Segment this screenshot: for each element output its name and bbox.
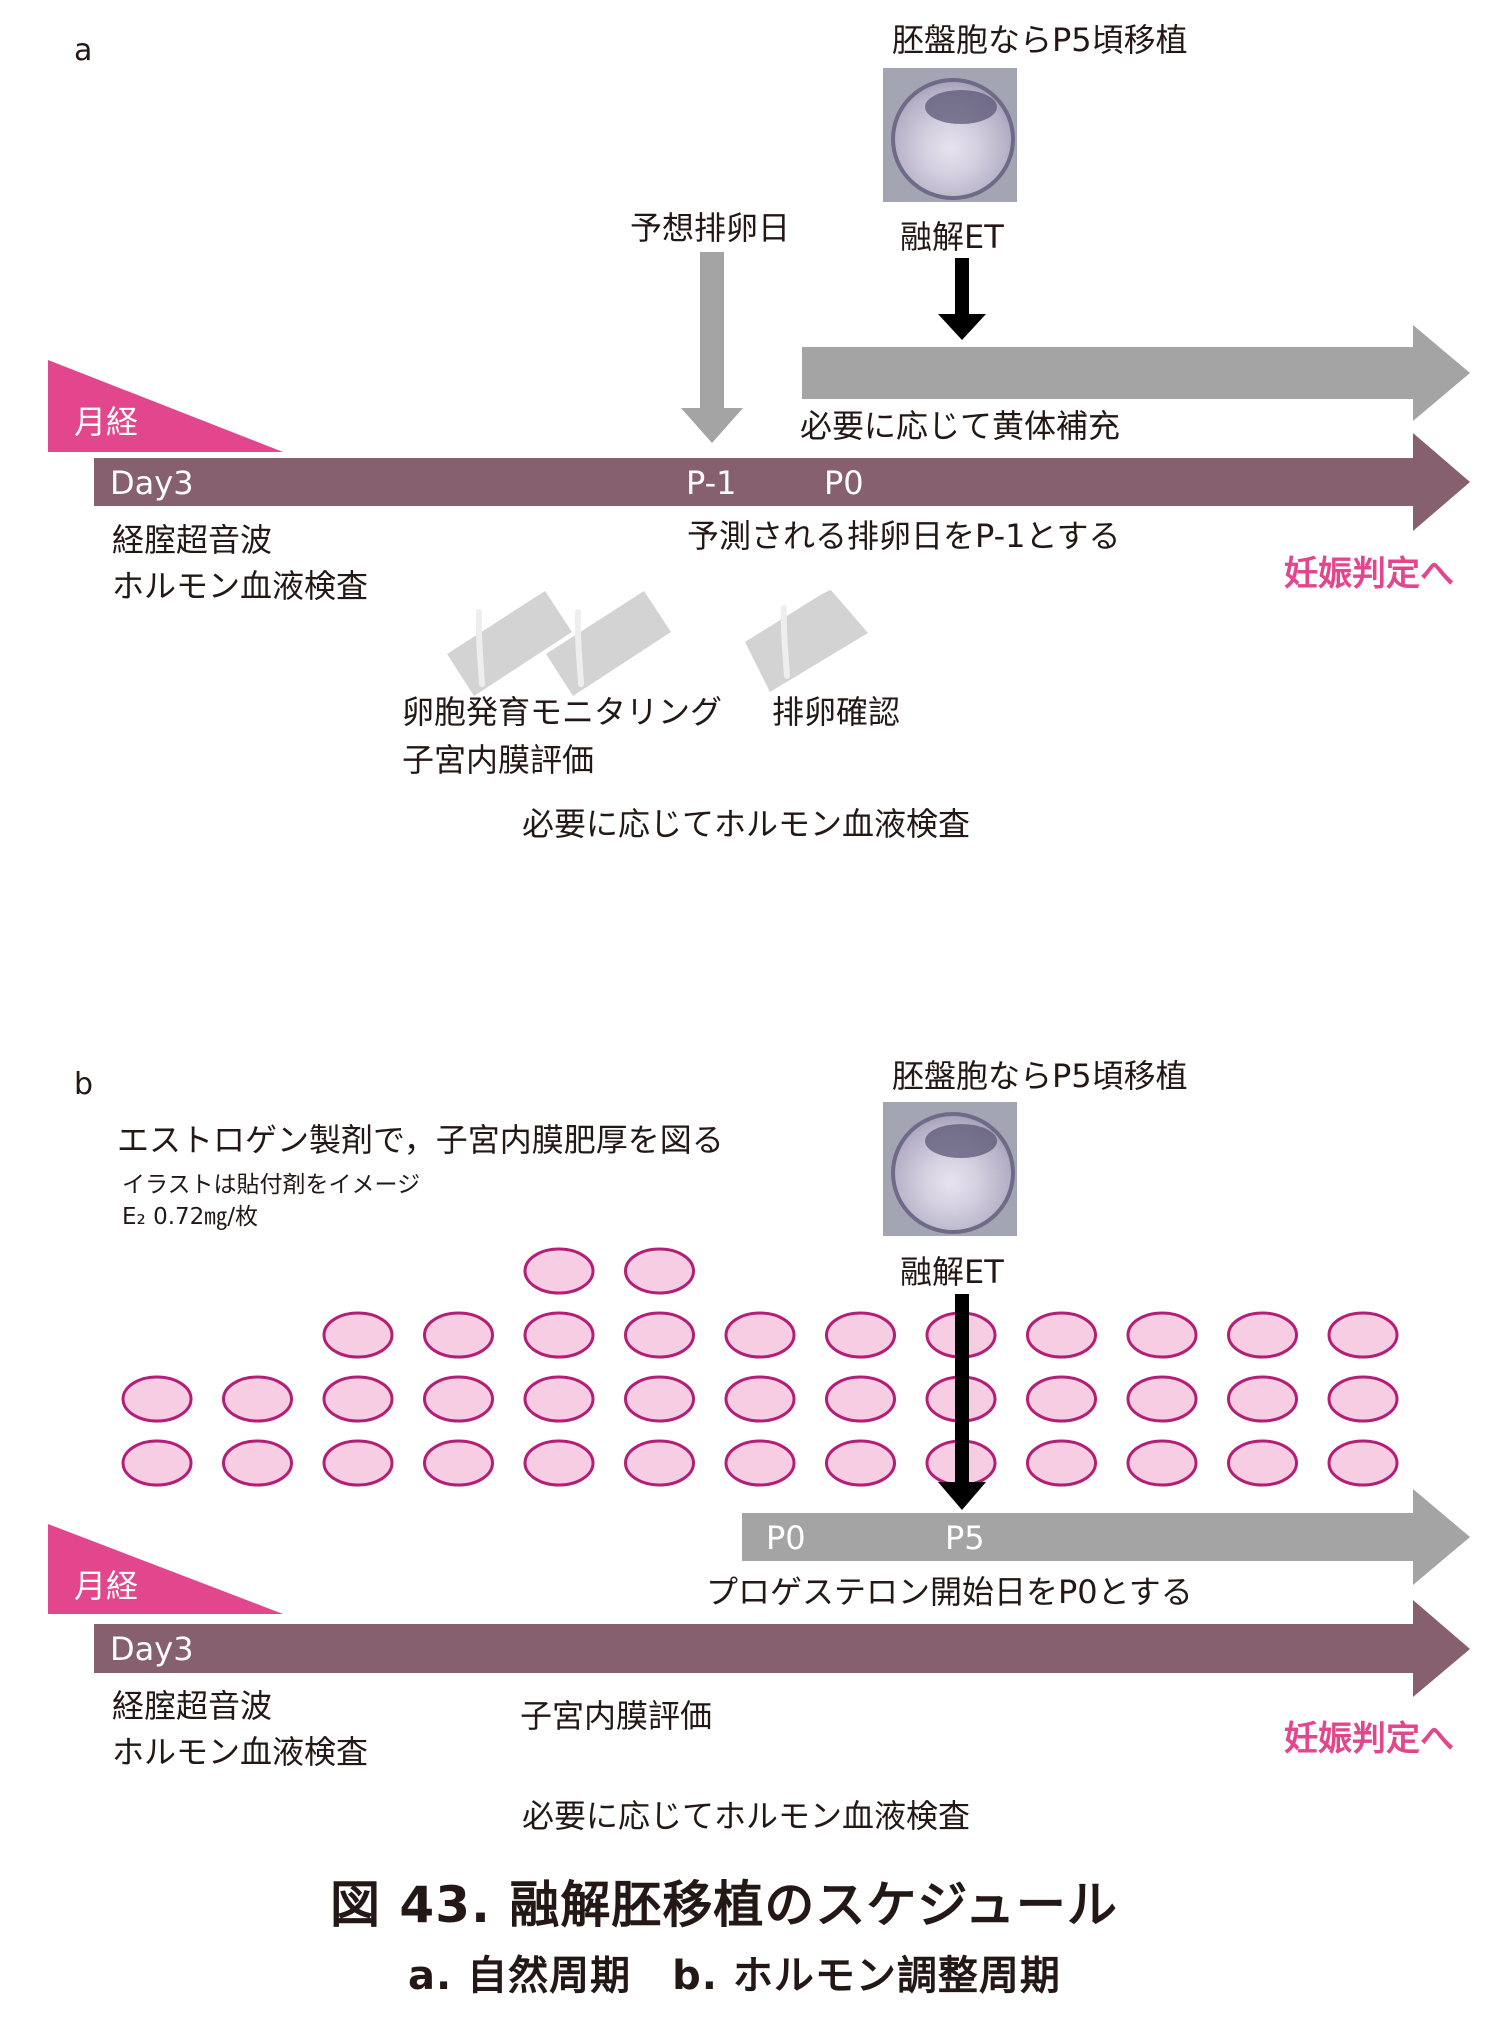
figure-caption-subtitle: a. 自然周期 b. ホルモン調整周期 (408, 1953, 1061, 1999)
timeline-arrow-b (94, 1600, 1470, 1697)
hormone-as-needed-label-a: 必要に応じてホルモン血液検査 (522, 805, 971, 843)
estrogen-patch-grid (121, 1247, 1399, 1487)
estrogen-patch-icon (624, 1375, 695, 1423)
hormone-test-label-b: ホルモン血液検査 (112, 1733, 369, 1771)
ultrasound-probe-icon (447, 579, 572, 696)
estrogen-patch-icon (1327, 1375, 1399, 1423)
estrogen-patch-icon (1126, 1439, 1198, 1487)
estrogen-patch-icon (624, 1247, 695, 1295)
blastocyst-transfer-note: 胚盤胞ならP5頃移植 (892, 21, 1188, 59)
blastocyst-photo-icon (883, 68, 1017, 202)
panel-label-a: a (74, 33, 93, 68)
estrogen-patch-icon (121, 1375, 193, 1423)
estrogen-patch-icon (724, 1311, 796, 1359)
p0-label-b: P0 (766, 1519, 806, 1557)
estrogen-patch-icon (423, 1311, 494, 1359)
estrogen-patch-icon (1026, 1311, 1097, 1359)
estrogen-patch-icon (1126, 1375, 1198, 1423)
ovulation-down-arrow (681, 252, 743, 443)
menses-label: 月経 (74, 403, 139, 441)
panel-label-b: b (74, 1067, 94, 1102)
pregnancy-test-label-b: 妊娠判定へ (1284, 1719, 1454, 1759)
estrogen-patch-icon (1227, 1311, 1298, 1359)
luteal-support-label: 必要に応じて黄体補充 (800, 407, 1121, 445)
hormone-as-needed-label-b: 必要に応じてホルモン血液検査 (522, 1797, 971, 1835)
estrogen-patch-icon (1026, 1375, 1097, 1423)
progesterone-gray-arrow (742, 1489, 1470, 1585)
estrogen-patch-icon (1126, 1311, 1198, 1359)
timeline-arrow-a (94, 433, 1470, 531)
estrogen-patch-icon (423, 1439, 494, 1487)
endometrium-eval-label-a: 子宮内膜評価 (402, 741, 595, 779)
estrogen-patch-icon (825, 1311, 896, 1359)
p5-label-b: P5 (945, 1519, 985, 1557)
thaw-et-label-b: 融解ET (900, 1253, 1004, 1291)
estrogen-patch-icon (523, 1247, 595, 1295)
estrogen-patch-icon (1227, 1375, 1298, 1423)
estrogen-patch-icon (825, 1375, 896, 1423)
menses-label-b: 月経 (74, 1567, 139, 1605)
ultrasound-probe-icon (745, 575, 868, 692)
estrogen-note: エストロゲン製剤で，子宮内膜肥厚を図る (117, 1121, 724, 1159)
estrogen-patch-icon (222, 1439, 293, 1487)
estrogen-patch-icon (222, 1375, 293, 1423)
ultrasound-label: 経腟超音波 (112, 521, 273, 559)
dose-note: E₂ 0.72㎎/枚 (122, 1204, 259, 1230)
estrogen-patch-icon (1327, 1311, 1399, 1359)
estrogen-patch-icon (1227, 1439, 1298, 1487)
ovulation-confirm-label: 排卵確認 (772, 693, 901, 731)
estrogen-patch-icon (825, 1439, 896, 1487)
p0-label: P0 (824, 464, 864, 502)
expected-ovulation-label: 予想排卵日 (630, 209, 791, 247)
estrogen-patch-icon (1026, 1439, 1097, 1487)
estrogen-patch-icon (624, 1311, 695, 1359)
progesterone-note: プロゲステロン開始日をP0とする (706, 1573, 1193, 1611)
illustration-note: イラストは貼付剤をイメージ (122, 1172, 421, 1198)
p-minus-1-definition: 予測される排卵日をP-1とする (687, 517, 1121, 555)
day3-label-b: Day3 (110, 1630, 194, 1668)
hormone-test-label: ホルモン血液検査 (112, 567, 369, 605)
day3-label: Day3 (110, 464, 194, 502)
ultrasound-probe-icon (546, 579, 671, 696)
gray-arrow-a (802, 325, 1470, 421)
blastocyst-transfer-note-b: 胚盤胞ならP5頃移植 (892, 1057, 1188, 1095)
thaw-et-label: 融解ET (900, 218, 1004, 256)
estrogen-patch-icon (724, 1439, 796, 1487)
estrogen-patch-icon (121, 1439, 193, 1487)
thaw-et-down-arrow-a (938, 258, 986, 340)
estrogen-patch-icon (724, 1375, 796, 1423)
ultrasound-label-b: 経腟超音波 (112, 1687, 273, 1725)
estrogen-patch-icon (423, 1375, 494, 1423)
panel-a-graphics (48, 252, 1470, 696)
follicle-monitoring-label: 卵胞発育モニタリング (402, 693, 723, 731)
menses-triangle-a (48, 360, 283, 452)
estrogen-patch-icon (624, 1439, 695, 1487)
pregnancy-test-label: 妊娠判定へ (1284, 554, 1454, 594)
blastocyst-photo-icon (883, 1102, 1017, 1236)
menses-triangle-b (48, 1524, 283, 1614)
endometrium-eval-label-b: 子宮内膜評価 (520, 1697, 713, 1735)
estrogen-patch-icon (322, 1311, 394, 1359)
p-minus-1-label: P-1 (686, 464, 737, 502)
estrogen-patch-icon (322, 1375, 394, 1423)
estrogen-patch-icon (322, 1439, 394, 1487)
figure-caption-title: 図 43. 融解胚移植のスケジュール (330, 1876, 1118, 1934)
panel-b-graphics (48, 1247, 1470, 1697)
estrogen-patch-icon (523, 1375, 595, 1423)
estrogen-patch-icon (523, 1311, 595, 1359)
estrogen-patch-icon (523, 1439, 595, 1487)
estrogen-patch-icon (1327, 1439, 1399, 1487)
thaw-et-down-arrow-b (938, 1294, 986, 1510)
